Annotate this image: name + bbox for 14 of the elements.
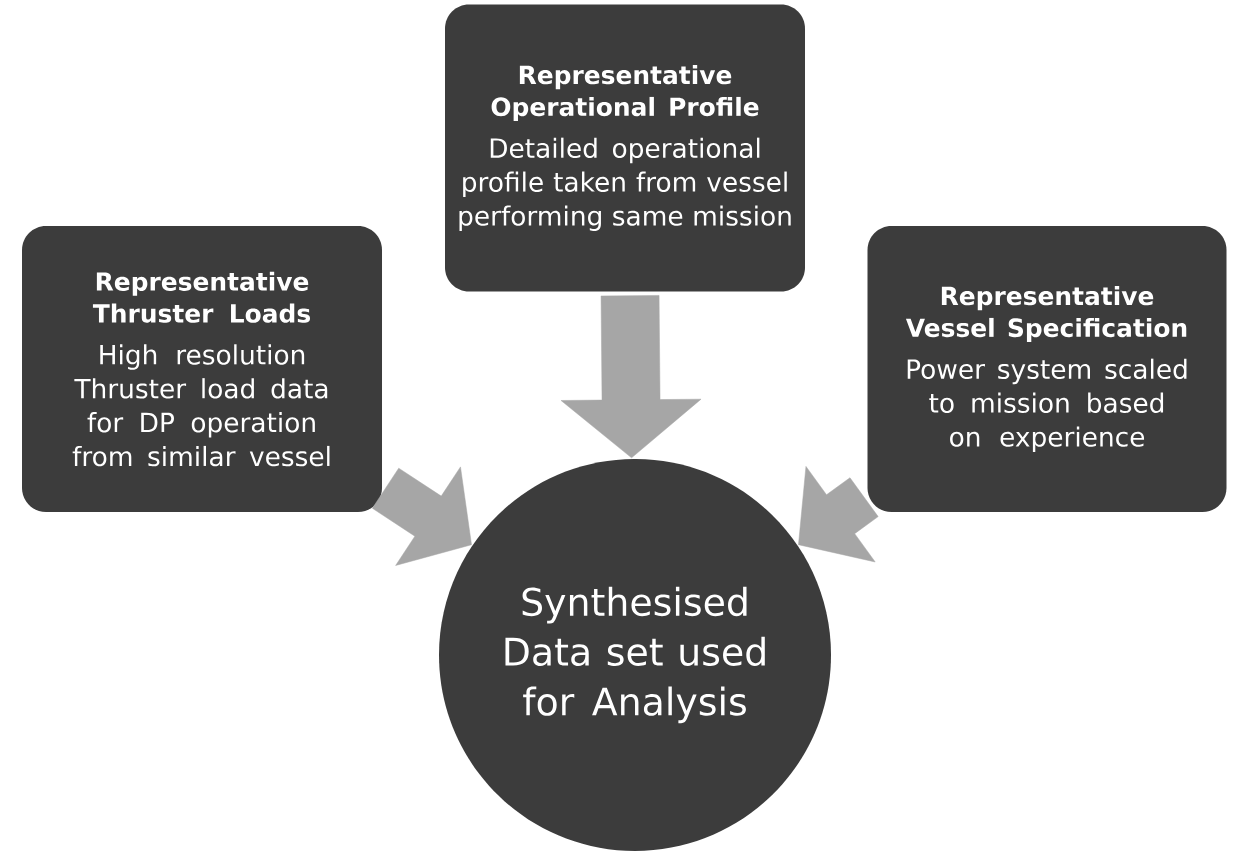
box-text: Detailed operational profile taken from vessel performing same mission	[459, 137, 791, 231]
circle-text: Synthesised Data set used for Analysis	[505, 586, 765, 724]
result-circle	[439, 459, 831, 851]
info-box	[867, 226, 1227, 512]
block-arrow	[798, 466, 879, 563]
box-text: High resolution Thruster load data for DP operation from similar vessel	[72, 344, 330, 467]
info-box	[445, 4, 805, 292]
block-arrow	[560, 295, 702, 459]
box-heading: Representative Vessel Specification	[905, 286, 1187, 343]
block-arrow	[372, 466, 472, 566]
box-text: Power system scaled to mission based on experience	[907, 358, 1187, 452]
info-box	[22, 226, 382, 512]
box-heading: Representative Operational Profile	[491, 65, 759, 122]
box-heading: Representative Thruster Loads	[92, 271, 310, 323]
